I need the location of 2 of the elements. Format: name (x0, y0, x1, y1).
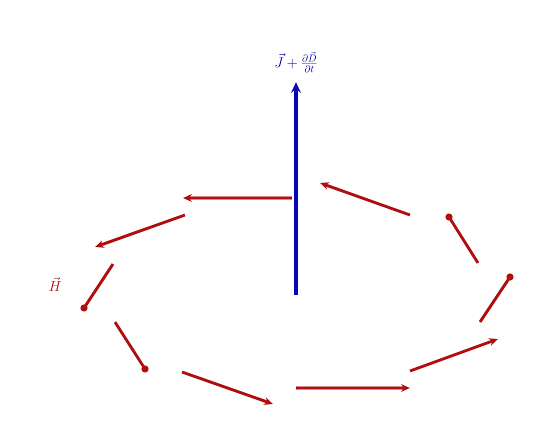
formula-label: $\vec{H}$ (49, 277, 61, 291)
formula-label: $\vec{J}+\frac{\partial\vec{D}}{\partial t}$ (276, 52, 316, 72)
